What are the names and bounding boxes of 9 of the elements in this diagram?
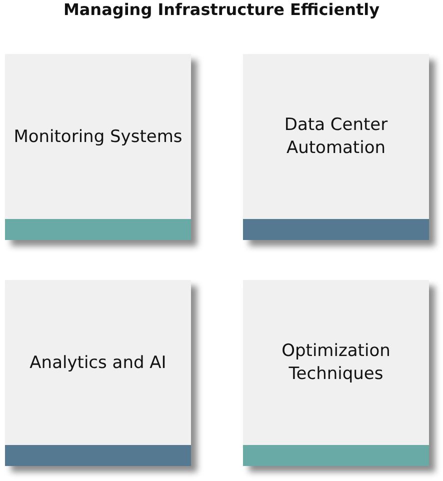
diagram-title: Managing Infrastructure Efficiently (62, 0, 381, 20)
card (243, 54, 429, 240)
card (243, 280, 429, 466)
card (5, 280, 191, 466)
card-title: Data Center Automation (283, 114, 389, 160)
card-title: Monitoring Systems (14, 126, 182, 148)
card-title: Optimization Techniques (280, 340, 392, 386)
card-title: Analytics and AI (30, 352, 166, 374)
card (5, 54, 191, 240)
